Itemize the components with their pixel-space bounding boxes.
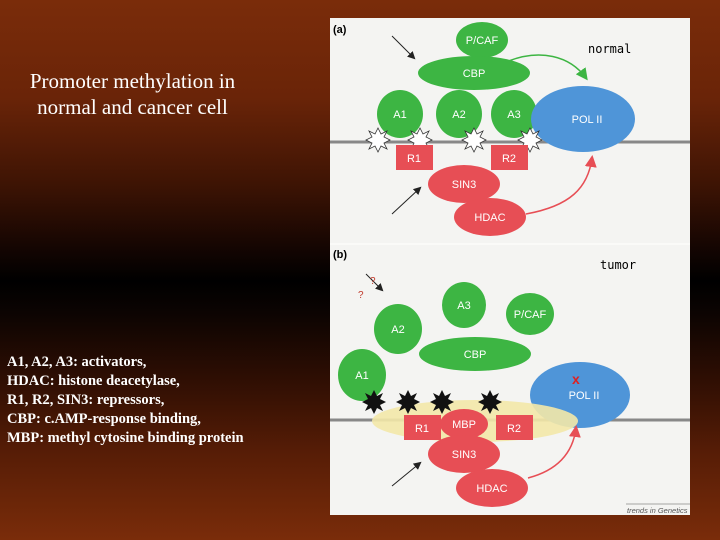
a2-label-a: A2 xyxy=(452,109,465,121)
cpg-star-a1 xyxy=(365,127,391,153)
a1-label-b: A1 xyxy=(355,370,368,382)
panel-b-state-label: tumor xyxy=(600,258,636,272)
sin3-label-a: SIN3 xyxy=(452,179,476,191)
hdac-label-a: HDAC xyxy=(474,212,505,224)
hdac-enzyme-b xyxy=(456,469,528,507)
cbp-protein-b xyxy=(419,337,531,371)
signal-arrow-a-top xyxy=(391,35,416,60)
pol2-block-mark: x xyxy=(572,371,580,387)
a1-activator-a xyxy=(377,90,423,138)
methylated-cpg-sites-b xyxy=(362,390,502,414)
r2-label-b: R2 xyxy=(507,423,521,435)
panel-a-state-label: normal xyxy=(588,42,631,56)
methylation-diagram: (a) normal P/CAF CBP A1 A2 A3 POL II xyxy=(330,18,690,515)
title-line-2: normal and cancer cell xyxy=(37,95,228,119)
a2-activator-b xyxy=(374,304,422,354)
signal-arrow-b-top xyxy=(365,273,384,292)
cpg-star-b4 xyxy=(478,390,502,414)
legend-line-mbp: MBP: methyl cytosine binding protein xyxy=(7,430,244,446)
title-line-1: Promoter methylation in xyxy=(29,69,236,93)
legend-line-activators: A1, A2, A3: activators, xyxy=(7,354,147,370)
question-mark-2: ? xyxy=(358,290,364,301)
a1-label-a: A1 xyxy=(393,109,406,121)
r2-label-a: R2 xyxy=(502,153,516,165)
sin3-repressor-a xyxy=(428,165,500,203)
a3-label-b: A3 xyxy=(457,300,470,312)
signal-arrow-a-bottom xyxy=(391,186,422,215)
pcaf-label-a: P/CAF xyxy=(466,35,499,47)
cbp-label-b: CBP xyxy=(464,349,487,361)
diagram-svg: (a) normal P/CAF CBP A1 A2 A3 POL II xyxy=(330,22,690,515)
pol2-label-b: POL II xyxy=(569,390,600,402)
r1-repressor-a xyxy=(396,145,433,170)
mbp-protein xyxy=(440,409,488,439)
cbp-protein-a xyxy=(418,56,530,90)
r2-repressor-b xyxy=(496,415,533,440)
abbreviation-legend: A1, A2, A3: activators, HDAC: histone de… xyxy=(7,353,327,448)
cbp-label-a: CBP xyxy=(463,68,486,80)
pcaf-protein-a xyxy=(456,22,508,58)
panel-a: (a) normal P/CAF CBP A1 A2 A3 POL II xyxy=(330,22,690,236)
panel-a-label: (a) xyxy=(333,24,347,36)
sin3-repressor-b xyxy=(428,435,500,473)
cpg-star-b1 xyxy=(362,390,386,414)
hdac-label-b: HDAC xyxy=(476,483,507,495)
a2-label-b: A2 xyxy=(391,324,404,336)
a3-activator-a xyxy=(491,90,537,138)
cpg-star-a3 xyxy=(461,127,487,153)
r2-repressor-a xyxy=(491,145,528,170)
panel-b-label: (b) xyxy=(333,249,347,261)
signal-arrow-b-bottom xyxy=(391,461,422,487)
pol2-label-a: POL II xyxy=(572,114,603,126)
pcaf-label-b: P/CAF xyxy=(514,309,547,321)
legend-line-hdac: HDAC: histone deacetylase, xyxy=(7,373,180,389)
journal-credit: trends in Genetics xyxy=(627,506,688,515)
a3-label-a: A3 xyxy=(507,109,520,121)
question-mark-1: ? xyxy=(370,276,376,287)
a1-activator-b xyxy=(338,349,386,401)
mbp-label: MBP xyxy=(452,419,476,431)
a2-activator-a xyxy=(436,90,482,138)
panel-b: (b) tumor ? ? A3 P/CAF A2 CBP A1 POL II … xyxy=(330,249,690,515)
unmethylated-cpg-sites-a xyxy=(365,127,543,153)
legend-line-cbp: CBP: c.AMP-response binding, xyxy=(7,411,201,427)
r1-repressor-b xyxy=(404,415,441,440)
sin3-label-b: SIN3 xyxy=(452,449,476,461)
page-title: Promoter methylation in normal and cance… xyxy=(0,68,265,120)
legend-line-repressors: R1, R2, SIN3: repressors, xyxy=(7,392,165,408)
hdac-enzyme-a xyxy=(454,198,526,236)
pcaf-protein-b xyxy=(506,293,554,335)
activation-arrow-a xyxy=(505,54,588,81)
r1-label-a: R1 xyxy=(407,153,421,165)
cpg-star-b2 xyxy=(396,390,420,414)
pol2-complex-a xyxy=(531,86,635,152)
r1-label-b: R1 xyxy=(415,423,429,435)
repression-arrow-b xyxy=(527,425,581,479)
cpg-star-b3 xyxy=(430,390,454,414)
repression-arrow-a xyxy=(525,155,597,215)
a3-activator-b xyxy=(442,282,486,328)
